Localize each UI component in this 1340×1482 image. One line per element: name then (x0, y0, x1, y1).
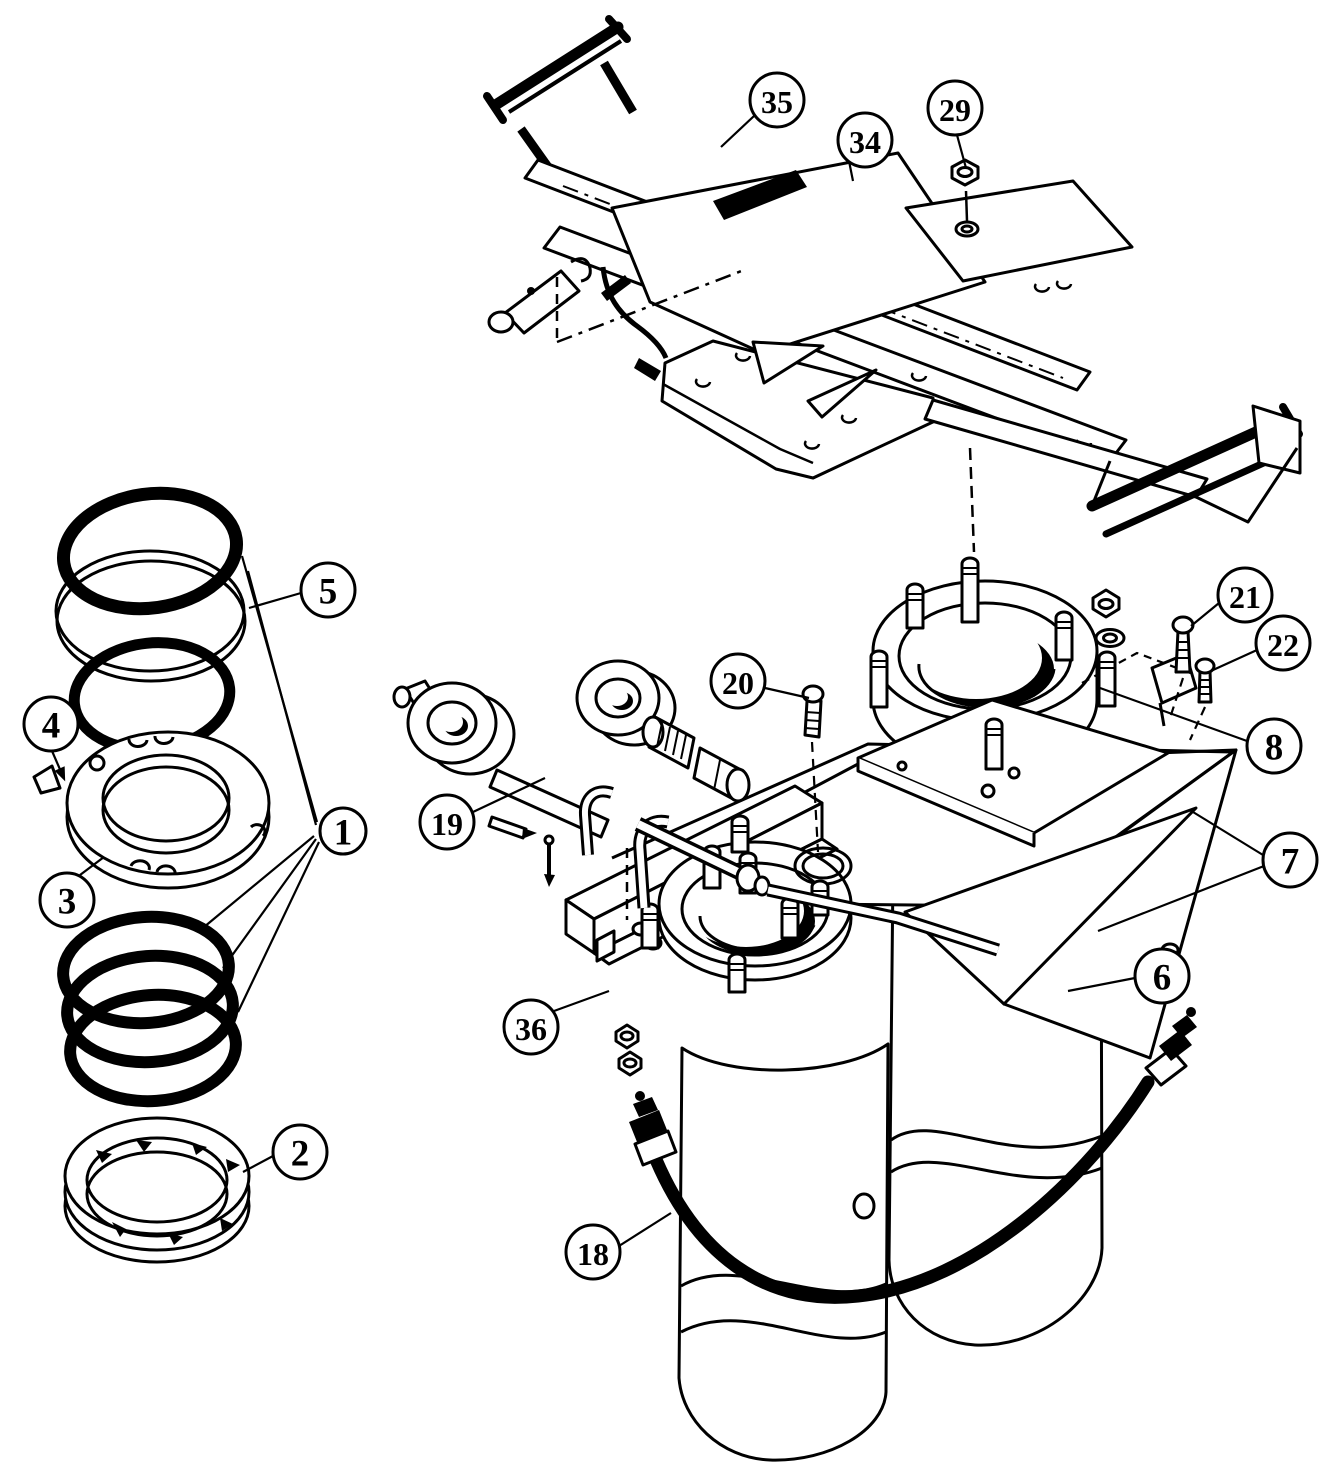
bolt-21 (1168, 615, 1195, 719)
callout-5: 5 (248, 561, 357, 619)
callout-circle-34 (836, 111, 894, 169)
callout-22: 22 (1212, 614, 1312, 672)
callout-number-2: 2 (291, 1134, 310, 1175)
carriage-frame-assembly (483, 15, 1303, 538)
callout-number-22: 22 (1267, 627, 1299, 663)
callout-number-6: 6 (1153, 958, 1172, 999)
cylinder-tube-left (677, 1042, 890, 1462)
callout-number-1: 1 (334, 813, 353, 854)
callout-circle-36 (502, 998, 560, 1056)
callout-1: 1 (197, 555, 368, 1013)
bearing-ring-2 (63, 1116, 251, 1264)
callout-number-20: 20 (722, 665, 754, 701)
lock-ring-tab-4 (32, 764, 62, 795)
bolt-20 (801, 684, 825, 853)
backup-ring-5 (54, 549, 247, 683)
callout-circle-20 (709, 652, 767, 710)
callout-8: 8 (1099, 686, 1303, 775)
hose-fitting-right (1144, 1007, 1197, 1087)
callout-19: 19 (418, 777, 546, 851)
callout-number-4: 4 (42, 706, 61, 747)
seal-ring-stack (32, 486, 271, 1264)
callout-number-21: 21 (1229, 579, 1261, 615)
callout-circle-21 (1216, 566, 1274, 624)
callout-number-29: 29 (939, 92, 971, 128)
callout-circle-2 (271, 1123, 329, 1181)
bolt-22 (1188, 657, 1216, 741)
callout-circle-5 (299, 561, 357, 619)
callout-number-18: 18 (577, 1236, 609, 1272)
o-ring-top (56, 486, 244, 616)
callout-number-8: 8 (1265, 728, 1284, 769)
callout-29: 29 (926, 79, 984, 169)
callout-7: 7 (1097, 811, 1319, 933)
callout-18: 18 (564, 1212, 672, 1281)
callout-circle-7 (1261, 831, 1319, 889)
callout-34: 34 (836, 111, 894, 182)
callout-4: 4 (22, 695, 80, 782)
callout-20: 20 (709, 652, 810, 710)
callout-number-3: 3 (58, 882, 77, 923)
callout-3: 3 (38, 856, 105, 929)
callout-2: 2 (242, 1123, 329, 1181)
callout-number-19: 19 (431, 806, 463, 842)
leader-arrowhead (54, 766, 66, 782)
callout-circle-1 (318, 806, 368, 856)
callout-35: 35 (720, 71, 806, 148)
washer (1094, 628, 1126, 648)
callout-circle-19 (418, 793, 476, 851)
callout-circle-35 (748, 71, 806, 129)
callout-36: 36 (502, 989, 610, 1056)
callout-number-34: 34 (849, 124, 881, 160)
callout-circle-6 (1133, 947, 1191, 1005)
o-ring-set-1 (57, 910, 242, 1108)
lock-ring-3 (32, 730, 271, 890)
callout-number-7: 7 (1281, 842, 1300, 883)
callout-circle-29 (926, 79, 984, 137)
callout-circle-4 (22, 695, 80, 753)
callout-circle-3 (38, 871, 96, 929)
callout-number-5: 5 (319, 572, 338, 613)
cylinder-top-mount (801, 447, 1216, 853)
hose-fitting-left (629, 1091, 678, 1167)
hydraulic-hose (629, 1007, 1197, 1304)
callout-6: 6 (1067, 947, 1191, 1005)
callout-circle-18 (564, 1223, 622, 1281)
callout-circle-8 (1245, 717, 1303, 775)
roller-shaft-group (392, 659, 1000, 957)
hex-nut (1091, 588, 1121, 619)
callout-number-35: 35 (761, 84, 793, 120)
callout-circle-22 (1254, 614, 1312, 672)
callout-21: 21 (1190, 566, 1274, 627)
callout-number-36: 36 (515, 1011, 547, 1047)
